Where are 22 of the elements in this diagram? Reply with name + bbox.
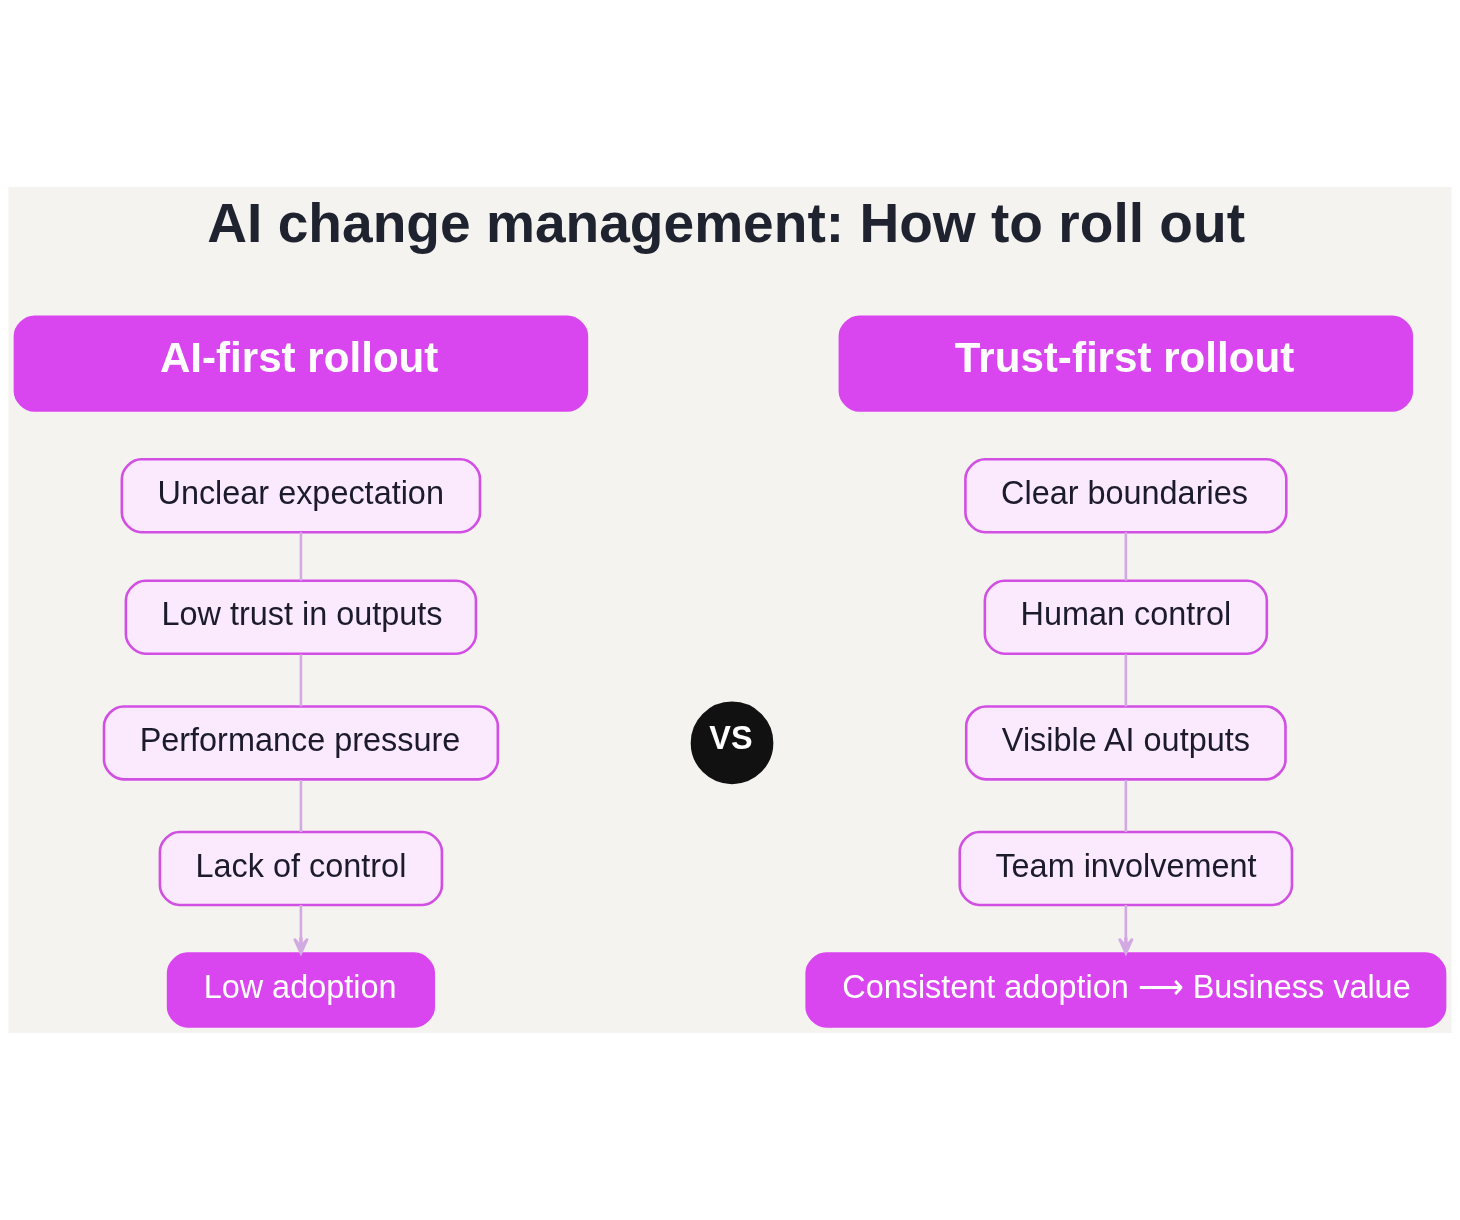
connector (1124, 779, 1128, 832)
connector (1124, 532, 1128, 581)
node-box: Human control (983, 579, 1269, 656)
connector (1124, 654, 1128, 707)
node-box: AI-first rollout (13, 315, 589, 412)
node-box: Lack of control (158, 830, 444, 907)
node-box: Clear boundaries (964, 458, 1288, 534)
node-box: Unclear expectation (120, 458, 482, 534)
connector (299, 532, 303, 581)
node-box: Consistent adoption ⟶ Business value (805, 952, 1447, 1028)
connector (299, 779, 303, 832)
node-box: Team involvement (958, 830, 1294, 907)
node-circle: VS (690, 701, 774, 785)
connector (299, 654, 303, 707)
node-box: Low adoption (166, 952, 436, 1028)
arrow (1118, 905, 1134, 955)
diagram-title: AI change management: How to roll out (207, 192, 1245, 255)
node-box: Low trust in outputs (124, 579, 478, 656)
arrow (293, 905, 309, 955)
node-box: Trust-first rollout (838, 315, 1414, 412)
node-box: Performance pressure (102, 705, 500, 781)
node-box: Visible AI outputs (964, 705, 1287, 781)
